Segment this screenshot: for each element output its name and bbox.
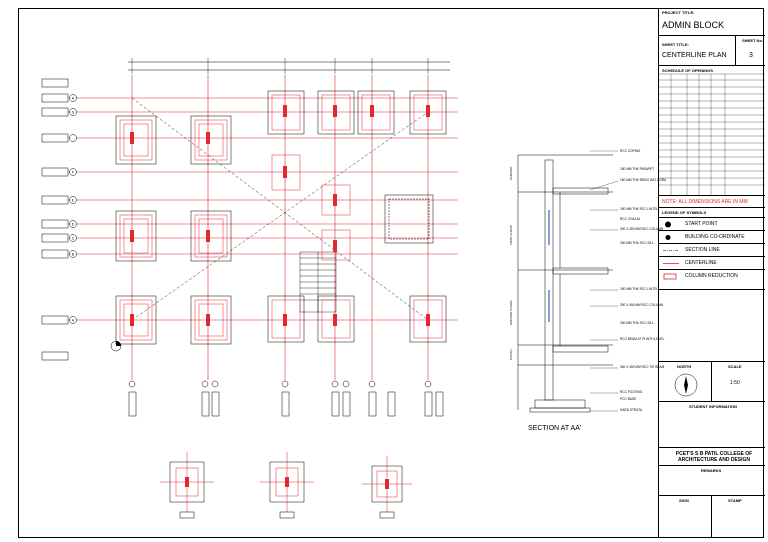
level-plinth: PLINTH xyxy=(509,349,513,360)
section-line-icon xyxy=(663,250,679,251)
grid-row-g: G xyxy=(72,111,75,115)
sheet-title: CENTERLINE PLAN xyxy=(662,52,727,59)
grid-row-h: H xyxy=(72,97,75,101)
sheet-no-label: SHEET No. xyxy=(742,38,763,43)
north-arrow-icon xyxy=(674,373,698,397)
grid-row-b: B xyxy=(72,253,75,257)
student-info-cell: STUDENT INFORMATION xyxy=(659,402,765,448)
project-title: ADMIN BLOCK xyxy=(662,20,725,30)
section-note-8: 300 X 450 MM RCC COLUMN xyxy=(620,303,664,307)
section-note-3: 150 MM THK RCC LINTEL xyxy=(620,207,658,211)
section-note-2: 150 MM THK BRICK BAT CORA xyxy=(620,178,667,182)
section-note-11: 300 X 450 MM RCC TIE BEAM xyxy=(620,365,665,369)
section-note-12: RCC FOOTING xyxy=(620,390,643,394)
column-reduction-icon xyxy=(663,273,677,280)
columns xyxy=(130,105,430,326)
scale-value: 1:50 xyxy=(730,380,740,386)
grid-row-a: A xyxy=(72,319,75,323)
legend-start-point: START POINT xyxy=(659,218,765,231)
scale-label: SCALE xyxy=(728,364,742,369)
note-cell: NOTE: ALL DIMENSIONS ARE IN MM xyxy=(659,196,765,208)
schedule-of-openings: SCHEDULE OF OPENINGS xyxy=(659,66,765,196)
grid-row-d: D xyxy=(72,223,75,227)
grid-row-f: F xyxy=(72,171,74,175)
sign-label: SIGN xyxy=(679,498,689,503)
project-title-cell: PROJECT TITLE: ADMIN BLOCK xyxy=(659,8,765,36)
start-point-marker xyxy=(110,340,122,352)
section-note-7: 150 MM THK RCC LINTEL xyxy=(620,287,658,291)
legend-column-reduction: COLUMN REDUCTION xyxy=(659,270,765,290)
blank-area xyxy=(659,290,765,362)
student-info-label: STUDENT INFORMATION xyxy=(689,404,737,409)
section-note-10: RCC BEAM AT PLINTH LEVEL xyxy=(620,337,665,341)
north-scale-cell: NORTH SCALE 1:50 xyxy=(659,362,765,402)
stamp-label: STAMP xyxy=(728,498,742,503)
project-title-label: PROJECT TITLE: xyxy=(662,10,695,15)
drawing-sheet xyxy=(18,8,764,538)
lift-shaft xyxy=(384,194,434,244)
sheet-title-label: SHEET TITLE: xyxy=(662,42,689,47)
college-name: PCET'S S B PATIL COLLEGE OF ARCHITECTURE… xyxy=(675,451,753,463)
section-note-5: 300 X 450 MM RCC COLUMN xyxy=(620,227,664,231)
legend-building-coordinate: BUILDING CO-ORDINATE xyxy=(659,231,765,244)
legend-header: LEGEND OF SYMBOLS xyxy=(659,208,765,218)
start-point-icon xyxy=(665,221,671,228)
section-note-1: 150 MM THK PARAPET xyxy=(620,167,654,171)
section-note-4: RCC CHAJJA xyxy=(620,217,641,221)
section-note-0: RCC COPING xyxy=(620,149,641,153)
level-ground-floor: GROUND FLOOR xyxy=(509,300,513,325)
grid-row-e: E xyxy=(72,199,75,203)
sheet-title-cell: SHEET TITLE: CENTERLINE PLAN SHEET No. 3 xyxy=(659,36,765,66)
section-drawing xyxy=(517,154,613,413)
grid-row-tags xyxy=(41,78,69,361)
building-coordinate-icon xyxy=(665,235,671,240)
grid-row-c: C xyxy=(72,237,75,241)
dimensions-note: NOTE: ALL DIMENSIONS ARE IN MM xyxy=(662,199,748,205)
centerline-icon xyxy=(663,263,679,264)
section-note-9: 200 MM THK RCC SILL xyxy=(620,321,654,325)
section-title: SECTION AT AA' xyxy=(528,425,581,432)
college-cell: PCET'S S B PATIL COLLEGE OF ARCHITECTURE… xyxy=(659,448,765,466)
north-label: NORTH xyxy=(677,364,692,369)
section-note-6: 200 MM THK RCC SILL xyxy=(620,241,654,245)
section-note-14: HARD STRATA xyxy=(620,408,643,412)
title-block: PROJECT TITLE: ADMIN BLOCK SHEET TITLE: … xyxy=(658,8,765,538)
sign-stamp-cell: SIGN STAMP xyxy=(659,496,765,538)
column-footings xyxy=(119,94,443,341)
legend-section-line: SECTION LINE xyxy=(659,244,765,257)
legend-centerline: CENTERLINE xyxy=(659,257,765,270)
footing-details xyxy=(160,452,412,519)
remarks-cell: REMARKS xyxy=(659,466,765,496)
sheet-no: 3 xyxy=(749,52,753,59)
level-parapet: PARAPET xyxy=(509,166,513,180)
schedule-label: SCHEDULE OF OPENINGS xyxy=(662,68,713,73)
section-note-13: PCC BASE xyxy=(620,397,636,401)
legend-label: LEGEND OF SYMBOLS xyxy=(662,210,707,215)
level-first-floor: FIRST FLOOR xyxy=(509,224,513,245)
remarks-label: REMARKS xyxy=(701,468,722,473)
